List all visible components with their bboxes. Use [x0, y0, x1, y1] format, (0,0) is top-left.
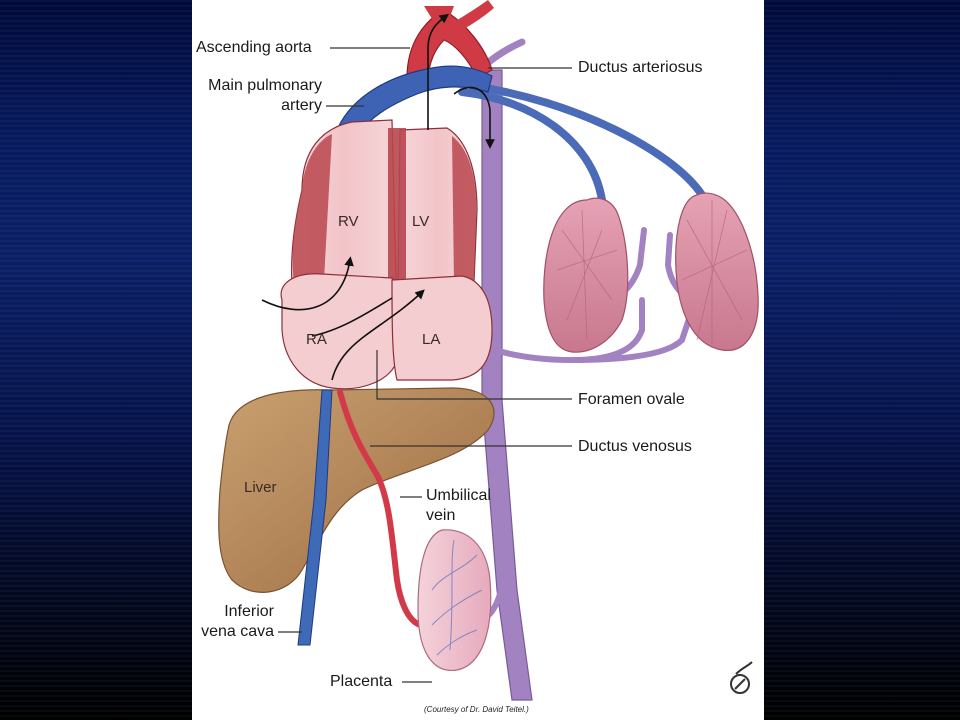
right-pulmonary-artery-branch: [468, 82, 706, 199]
label-inferior-vena-cava-line1: Inferior: [224, 603, 274, 620]
left-pulmonary-artery-branch: [458, 88, 606, 204]
label-rv: RV: [338, 213, 359, 230]
left-ventricle-wall: [452, 136, 477, 282]
label-liver: Liver: [244, 479, 277, 496]
label-foramen-ovale: Foramen ovale: [578, 391, 685, 408]
flow-arrow-ivc-la: [331, 289, 425, 381]
liver-organ: [218, 387, 495, 593]
label-ductus-venosus: Ductus venosus: [578, 438, 692, 455]
pulmonary-vein-to-la: [464, 297, 695, 364]
fetal-circulation-diagram: [218, 0, 759, 701]
right-lung: [675, 192, 759, 351]
right-atrium: [280, 273, 403, 390]
label-ra: RA: [306, 331, 327, 348]
inferior-vena-cava-vessel: [297, 389, 333, 646]
label-umbilical-vein-line1: Umbilical: [426, 487, 491, 504]
left-atrium: [391, 275, 493, 381]
flow-arrow-pa-ductus: [453, 86, 495, 149]
label-inferior-vena-cava-line2: vena cava: [201, 623, 274, 640]
left-lung: [543, 197, 629, 353]
ductus-venosus-vessel: [337, 389, 423, 628]
placenta-vessels: [431, 539, 483, 656]
placenta-organ: [417, 529, 492, 671]
descending-aorta: [481, 69, 533, 701]
lung-texture: [556, 200, 748, 345]
aortic-arch-right-branch: [454, 0, 494, 30]
flow-arrow-aorta: [427, 13, 450, 130]
diagram-panel: Ascending aorta Main pulmonary artery Du…: [192, 0, 764, 720]
label-main-pulmonary-artery-line1: Main pulmonary: [208, 77, 322, 94]
label-ascending-aorta: Ascending aorta: [196, 39, 312, 56]
flow-arrow-ra-la: [311, 297, 393, 337]
label-ductus-arteriosus: Ductus arteriosus: [578, 59, 703, 76]
publisher-logo-icon: [730, 661, 753, 694]
label-umbilical-vein-line2: vein: [426, 507, 456, 524]
septum-wall: [388, 128, 406, 284]
flow-arrow-ra-rv: [261, 256, 354, 311]
label-main-pulmonary-artery-line2: artery: [281, 97, 322, 114]
label-la: LA: [422, 331, 441, 348]
image-credit: (Courtesy of Dr. David Teitel.): [424, 705, 529, 714]
label-placenta: Placenta: [330, 673, 393, 690]
main-pulmonary-artery-vessel: [336, 65, 493, 135]
label-lv: LV: [412, 213, 430, 230]
right-ventricle-wall: [292, 134, 332, 284]
leader-lines: [278, 47, 572, 683]
